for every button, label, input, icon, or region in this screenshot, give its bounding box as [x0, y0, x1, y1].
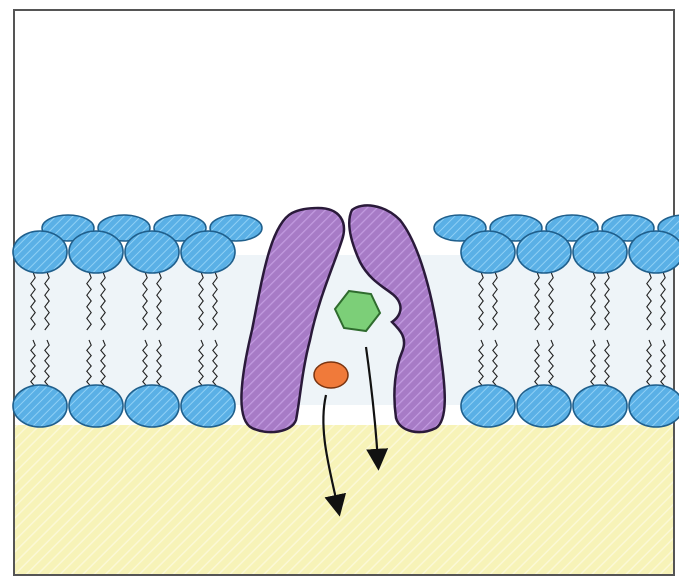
lipid-head-inner [181, 385, 235, 427]
cytoplasm [15, 425, 673, 574]
lipid-head-outer [181, 231, 235, 273]
lipid-head-inner [461, 385, 515, 427]
lipid-head-inner [517, 385, 571, 427]
lipid-head-outer [13, 231, 67, 273]
lipid-head-inner [629, 385, 679, 427]
lipid-head-outer [573, 231, 627, 273]
lipid-head-outer [69, 231, 123, 273]
solute-circle [314, 362, 348, 388]
lipid-head-outer [517, 231, 571, 273]
lipid-head-outer [629, 231, 679, 273]
lipid-head-inner [573, 385, 627, 427]
lipid-head-inner [125, 385, 179, 427]
lipid-head-outer [461, 231, 515, 273]
lipid-head-inner [13, 385, 67, 427]
lipid-head-inner [69, 385, 123, 427]
lipid-head-outer [125, 231, 179, 273]
